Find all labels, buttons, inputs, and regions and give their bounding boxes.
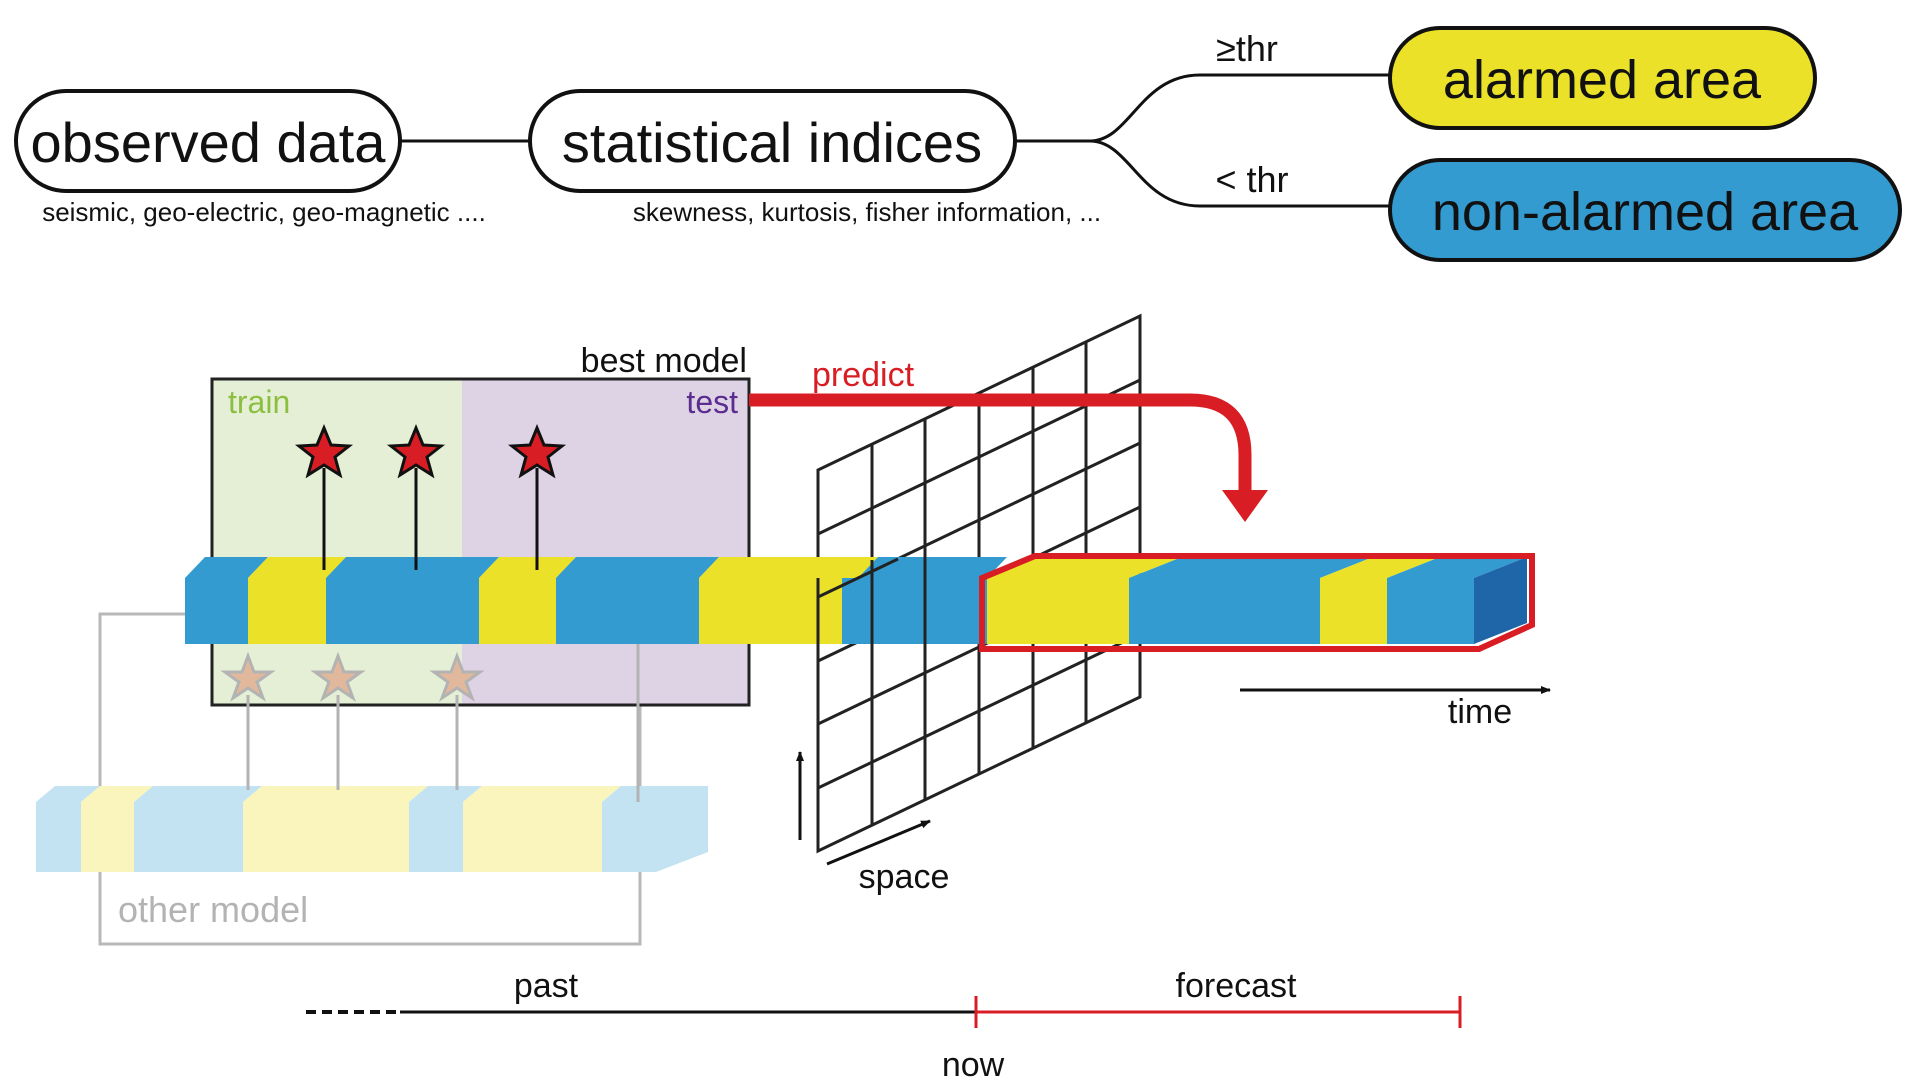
bar-segment: [185, 578, 248, 644]
other-bar-segment: [81, 802, 134, 872]
faded-star-icon: [220, 651, 276, 702]
bar-segment: [248, 578, 326, 644]
other-model-label: other model: [118, 889, 308, 930]
predict-arrow-head: [1222, 490, 1268, 522]
forecast-segment: [987, 578, 1129, 644]
non-alarmed-area-pill: [1388, 158, 1902, 262]
best-model-events: [294, 424, 567, 570]
bar-top-segment: [858, 557, 1007, 578]
bar-top-segment: [185, 557, 268, 578]
now-label: now: [942, 1046, 1005, 1084]
alarmed-area-label: alarmed area: [1443, 50, 1762, 110]
statistical-indices-pill: [528, 89, 1017, 193]
test-region: [462, 379, 749, 705]
past-label: past: [514, 967, 579, 1005]
bar-top-segment: [248, 557, 346, 578]
connector-low-branch: [1015, 139, 1390, 208]
bar-top-segment: [326, 557, 499, 578]
earthquake-star-icon: [386, 424, 446, 479]
other-bar-segment: [134, 802, 243, 872]
best-model-frame: [210, 377, 751, 707]
forecast-top-segment: [1129, 557, 1373, 578]
other-bar-segment: [602, 802, 656, 872]
test-label: test: [686, 384, 738, 420]
forecast-top-segment: [987, 557, 1182, 578]
faded-star-icon: [310, 651, 366, 702]
train-label: train: [228, 384, 290, 420]
forecast-segment: [1387, 578, 1474, 644]
alarmed-area-node: alarmed area: [1388, 26, 1817, 130]
bar-segment: [479, 578, 556, 644]
space-label: space: [859, 858, 950, 896]
forecast-outline: [979, 553, 1535, 652]
faded-star-icon: [429, 651, 485, 702]
predict-arrow: predict: [749, 356, 1268, 522]
axes: [796, 686, 1551, 866]
bar-segment: [326, 578, 479, 644]
train-region: [212, 379, 462, 705]
other-bar-segment: [36, 802, 81, 872]
branch-high-label: ≥thr: [1216, 28, 1278, 69]
non-alarmed-area-label: non-alarmed area: [1432, 182, 1859, 242]
forecast-top-segment: [1387, 557, 1527, 578]
other-bar-top-segment: [81, 786, 153, 802]
other-bar-top-segment: [36, 786, 100, 802]
observed-data-sub: seismic, geo-electric, geo-magnetic ....: [42, 197, 486, 227]
other-bar-segment: [463, 802, 602, 872]
best-model-label: best model: [581, 342, 747, 380]
observed-data-node: observed data seismic, geo-electric, geo…: [14, 89, 486, 227]
forecast-segment: [1320, 578, 1387, 644]
bar-top-segment: [479, 557, 576, 578]
space-axis-arrow: [826, 819, 931, 866]
other-bar-top-segment: [243, 786, 428, 802]
grid-front-line: [817, 557, 899, 599]
observed-data-pill: [14, 89, 402, 193]
other-model-events: [246, 614, 640, 802]
statistical-indices-node: statistical indices skewness, kurtosis, …: [528, 89, 1101, 227]
other-model-bar: [36, 786, 708, 872]
bar-top-segment: [699, 557, 878, 578]
statistical-indices-label: statistical indices: [562, 111, 982, 174]
main-timeline-bar: [185, 557, 1007, 644]
bar-segment: [842, 578, 987, 644]
other-model-group: other model: [36, 612, 708, 946]
bar-segment: [699, 578, 842, 644]
forecast-label: forecast: [1176, 967, 1297, 1005]
other-bar-top-segment: [134, 786, 262, 802]
grid-row: [817, 632, 1141, 790]
time-label: time: [1448, 693, 1512, 731]
other-bar-segment: [409, 802, 463, 872]
earthquake-star-icon: [507, 424, 567, 479]
non-alarmed-area-node: non-alarmed area: [1388, 158, 1902, 262]
predict-label: predict: [812, 356, 915, 394]
alarmed-area-pill: [1388, 26, 1817, 130]
forecast-top-segment: [1320, 557, 1440, 578]
earthquake-star-icon: [294, 424, 354, 479]
faded-stars: [220, 651, 485, 702]
other-bar-end-face: [656, 786, 708, 872]
space-grid-front: [816, 557, 927, 644]
statistical-indices-sub: skewness, kurtosis, fisher information, …: [633, 197, 1101, 227]
connector-high-branch: [1015, 73, 1390, 143]
other-bar-segment: [243, 802, 409, 872]
flow-connectors: [400, 73, 1390, 208]
forecast-bar: [979, 553, 1535, 652]
observed-data-label: observed data: [31, 111, 387, 174]
predict-arrow-line: [749, 393, 1252, 492]
other-bar-top-segment: [463, 786, 621, 802]
bar-top-segment: [556, 557, 719, 578]
other-bar-top-segment: [409, 786, 482, 802]
bar-segment: [556, 578, 699, 644]
forecast-segment: [1129, 578, 1320, 644]
bottom-timeline: past forecast now: [306, 967, 1462, 1084]
forecast-end-face: [1474, 557, 1527, 644]
branch-low-label: < thr: [1215, 159, 1288, 200]
best-model-group: best model train test: [210, 342, 751, 707]
